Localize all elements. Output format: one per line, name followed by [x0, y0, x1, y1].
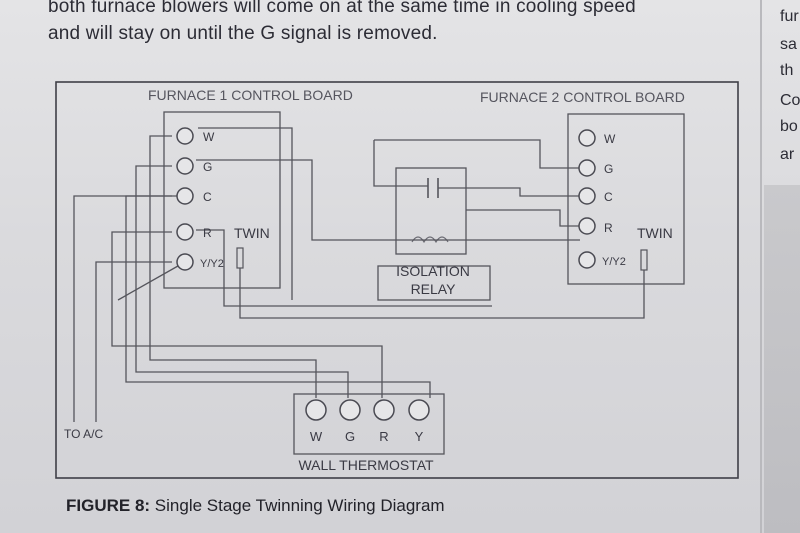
figure-caption: FIGURE 8: Single Stage Twinning Wiring D…: [66, 496, 445, 516]
wire-relay-f2-r: [466, 209, 580, 227]
right-column-fragment: fur: [780, 8, 799, 25]
relay-coil-box: [395, 167, 467, 255]
furnace2-twin-label: TWIN: [637, 225, 673, 241]
furnace2-terminal-c: [578, 187, 596, 205]
furnace2-terminal-w: [578, 129, 596, 147]
thermostat-terminal-y: [408, 399, 430, 421]
furnace2-terminal-g: [578, 159, 596, 177]
furnace2-terminal-y: [578, 251, 596, 269]
figure-title: Single Stage Twinning Wiring Diagram: [154, 496, 445, 515]
furnace2-twin-terminal: [640, 249, 648, 271]
right-column-fragment: Co: [780, 92, 800, 109]
wire-f1-g: [135, 165, 349, 398]
right-column-fragment: th: [780, 62, 794, 79]
right-column-fragment: bo: [780, 118, 798, 135]
wire-f1-top: [198, 127, 293, 300]
thermostat-terminal-w: [305, 399, 327, 421]
wire-f1-r-relay: [196, 229, 492, 307]
thermostat-terminal-r: [373, 399, 395, 421]
page-gutter: [760, 0, 762, 533]
wire-f1-w: [149, 135, 317, 398]
furnace1-label-g: G: [203, 160, 212, 174]
furnace1-terminal-g: [176, 157, 194, 175]
furnace2-terminals: W G C R Y/Y2 TWIN: [578, 129, 673, 269]
furnace1-title: FURNACE 1 CONTROL BOARD: [148, 87, 353, 103]
furnace1-terminal-w: [176, 127, 194, 145]
thermostat-label-g: G: [345, 429, 355, 444]
relay-coil: [411, 236, 449, 244]
furnace2-label-y: Y/Y2: [602, 256, 626, 268]
wire-f1-y-diag: [117, 261, 186, 301]
relay-label-line1: ISOLATION: [396, 263, 470, 279]
wires: [73, 127, 648, 422]
thermostat-terminal-g: [339, 399, 361, 421]
diagram-frame: [55, 81, 739, 479]
furnace1-terminal-y: [176, 253, 194, 271]
furnace2-terminal-r: [578, 217, 596, 235]
furnace1-label-r: R: [203, 226, 212, 240]
furnace1-terminals: W G C R Y/Y2 TWIN: [176, 127, 270, 271]
wire-f1-r: [111, 231, 383, 398]
thermostat-label-r: R: [379, 429, 388, 444]
intro-text-line-1: both furnace blowers will come on at the…: [48, 0, 636, 17]
to-ac-label: TO A/C: [64, 427, 103, 441]
figure-number: FIGURE 8:: [66, 496, 151, 515]
furnace2-label-g: G: [604, 162, 613, 176]
thermostat-terminals: W G R Y: [305, 399, 430, 444]
right-page-shadow: [764, 185, 800, 533]
thermostat-label-w: W: [310, 429, 323, 444]
furnace2-title: FURNACE 2 CONTROL BOARD: [480, 89, 685, 105]
furnace2-label-r: R: [604, 221, 613, 235]
wire-relay-f2-c: [438, 187, 580, 197]
furnace1-board: [163, 111, 281, 289]
furnace1-label-y: Y/Y2: [200, 258, 224, 270]
furnace2-label-w: W: [604, 132, 616, 146]
furnace1-twin-terminal: [236, 247, 244, 269]
furnace1-label-w: W: [203, 130, 215, 144]
wire-relay-f2-g: [374, 139, 580, 169]
wire-relay-top: [373, 140, 428, 187]
thermostat-title: WALL THERMOSTAT: [298, 457, 434, 473]
thermostat-body: [293, 393, 445, 455]
furnace1-terminal-c: [176, 187, 194, 205]
right-column-fragment: ar: [780, 146, 795, 163]
furnace2-board: [567, 113, 685, 285]
furnace1-terminal-r: [176, 223, 194, 241]
intro-text-line-2: and will stay on until the G signal is r…: [48, 23, 438, 44]
wire-f1-c-ac: [73, 195, 172, 422]
wire-f1-c-f2: [196, 159, 580, 241]
right-column-fragment: sa: [780, 36, 797, 53]
thermostat-label-y: Y: [415, 429, 424, 444]
relay-label-line2: RELAY: [411, 281, 457, 297]
furnace2-label-c: C: [604, 190, 613, 204]
wire-twin-link: [239, 268, 645, 319]
wire-f1-c-y: [125, 188, 431, 398]
furnace1-twin-label: TWIN: [234, 225, 270, 241]
furnace1-label-c: C: [203, 190, 212, 204]
relay-label-box: [377, 265, 491, 301]
wire-f1-y-ac: [95, 261, 172, 422]
